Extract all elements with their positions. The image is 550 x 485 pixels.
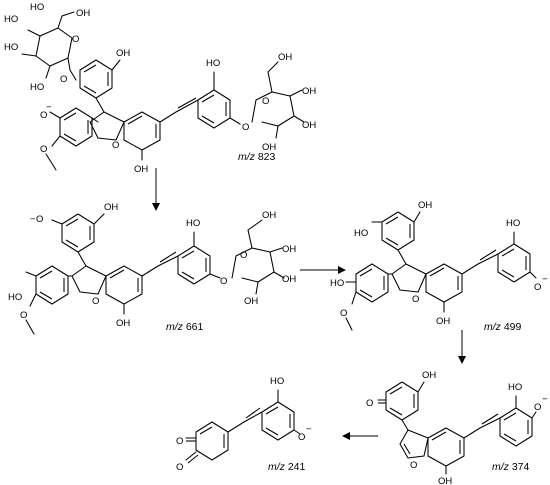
charge-minus: −: [30, 214, 36, 225]
atom-oh: OH: [116, 48, 130, 59]
structure-mz-241: O O HO O − m/z 241: [176, 376, 312, 473]
atom-oh: OH: [262, 142, 276, 153]
atom-oh: OH: [244, 296, 258, 307]
atom-ho: HO: [30, 82, 44, 93]
atom-oh: OH: [436, 316, 450, 327]
atom-o: O: [72, 34, 79, 45]
atom-oh: OH: [422, 370, 436, 381]
atom-o: O: [176, 436, 183, 447]
mz-label-823: m/z 823: [238, 151, 276, 163]
arrow-374-to-241: [342, 432, 378, 440]
atom-o-minus: O: [40, 110, 47, 121]
atom-oh: OH: [282, 244, 296, 255]
atom-oh: OH: [302, 120, 316, 131]
atom-ho: HO: [4, 14, 18, 25]
atom-ho: HO: [508, 382, 522, 393]
mz-label-499: m/z 499: [484, 321, 522, 333]
atom-o: O: [412, 294, 419, 305]
charge-minus: −: [542, 274, 548, 285]
atom-o-minus: O: [36, 214, 43, 225]
atom-o: O: [176, 462, 183, 473]
atom-o: O: [92, 296, 99, 307]
arrow-499-to-374: [458, 330, 466, 364]
charge-minus: −: [306, 424, 312, 435]
atom-o: O: [340, 308, 347, 319]
mz-label-661: m/z 661: [166, 321, 204, 333]
atom-ho: HO: [270, 376, 284, 387]
atom-o: O: [20, 310, 27, 321]
atom-o: O: [262, 96, 269, 107]
structure-mz-499: HO OH O OH HO O HO O −: [330, 200, 548, 333]
atom-o-minus: O: [298, 432, 305, 443]
atom-oh: OH: [278, 52, 292, 63]
atom-o: O: [240, 250, 247, 261]
atom-ho: HO: [206, 58, 220, 69]
atom-oh: OH: [302, 86, 316, 97]
mz-label-374: m/z 374: [492, 461, 530, 473]
structure-mz-661: O − OH O OH HO O HO O: [8, 202, 296, 335]
atom-ho: HO: [8, 292, 22, 303]
arrow-823-to-661: [152, 168, 160, 211]
atom-oh: OH: [76, 8, 90, 19]
charge-minus: −: [542, 394, 548, 405]
atom-o-minus: O: [534, 402, 541, 413]
atom-o: O: [410, 460, 417, 471]
atom-ho: HO: [330, 278, 344, 289]
atom-ho: HO: [354, 228, 368, 239]
arrow-661-to-499: [300, 266, 346, 274]
atom-ho: HO: [30, 2, 44, 13]
structure-mz-823: HO HO HO OH O HO O OH O OH O − O: [4, 2, 316, 175]
atom-o: O: [242, 122, 249, 133]
atom-o: O: [220, 276, 227, 287]
atom-oh: OH: [282, 274, 296, 285]
atom-o: O: [40, 144, 47, 155]
atom-oh: OH: [262, 210, 276, 221]
atom-o-minus: O: [534, 282, 541, 293]
atom-o: O: [366, 398, 373, 409]
atom-ho: HO: [506, 218, 520, 229]
atom-oh: OH: [134, 164, 148, 175]
charge-minus: −: [46, 102, 52, 113]
atom-oh: OH: [116, 318, 130, 329]
atom-o: O: [112, 140, 119, 151]
atom-oh: OH: [418, 200, 432, 211]
atom-oh: OH: [438, 476, 452, 485]
atom-ho: HO: [4, 42, 18, 53]
atom-oh: OH: [104, 202, 118, 213]
atom-ho: HO: [186, 218, 200, 229]
mz-label-241: m/z 241: [268, 461, 306, 473]
structure-mz-374: O OH O OH HO O − m/z 374: [366, 370, 548, 485]
atom-o: O: [60, 74, 67, 85]
